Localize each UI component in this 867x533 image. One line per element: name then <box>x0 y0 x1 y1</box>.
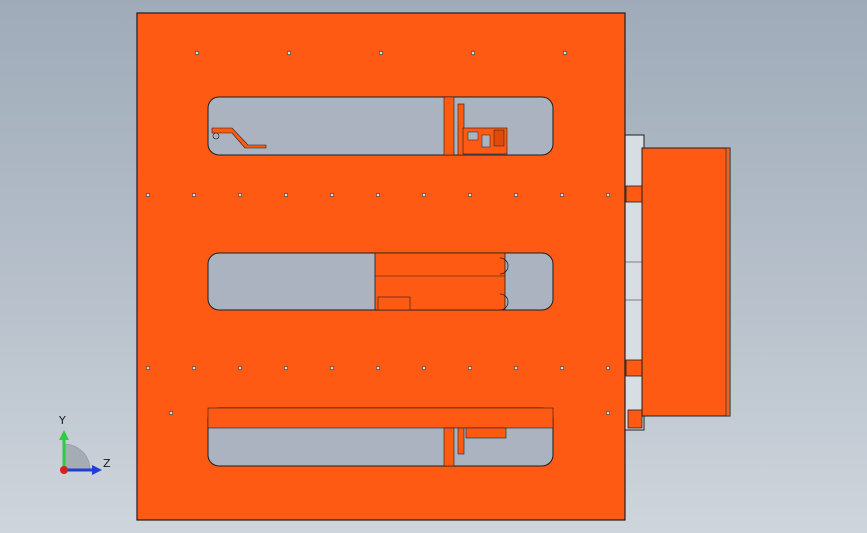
coordinate-triad <box>59 430 102 475</box>
slot-middle[interactable] <box>207 252 554 311</box>
hole <box>191 192 197 198</box>
hole <box>605 410 611 416</box>
hole <box>329 192 335 198</box>
hole <box>513 192 519 198</box>
hole <box>329 365 335 371</box>
hole <box>467 192 473 198</box>
hole <box>421 192 427 198</box>
hole <box>194 50 200 56</box>
x-axis-icon <box>60 466 68 474</box>
hole <box>375 365 381 371</box>
hole <box>559 192 565 198</box>
hole <box>421 365 427 371</box>
triad-y-label: Y <box>59 414 66 427</box>
hole <box>145 192 151 198</box>
hole <box>283 192 289 198</box>
hole <box>237 192 243 198</box>
side-motor-box[interactable] <box>623 134 731 431</box>
hole <box>283 365 289 371</box>
hole <box>168 410 174 416</box>
slot-bottom[interactable] <box>207 407 554 467</box>
hole <box>605 192 611 198</box>
hole <box>513 365 519 371</box>
hole <box>470 50 476 56</box>
hole <box>467 365 473 371</box>
hole <box>145 365 151 371</box>
hole <box>286 50 292 56</box>
triad-z-label: Z <box>103 457 111 470</box>
triad-plane-icon <box>63 443 91 471</box>
hole <box>378 50 384 56</box>
hole <box>562 50 568 56</box>
hole <box>375 192 381 198</box>
hole <box>191 365 197 371</box>
mounting-holes <box>145 50 611 416</box>
hole <box>559 365 565 371</box>
hole <box>605 365 611 371</box>
hole <box>237 365 243 371</box>
slot-top[interactable] <box>207 96 554 156</box>
